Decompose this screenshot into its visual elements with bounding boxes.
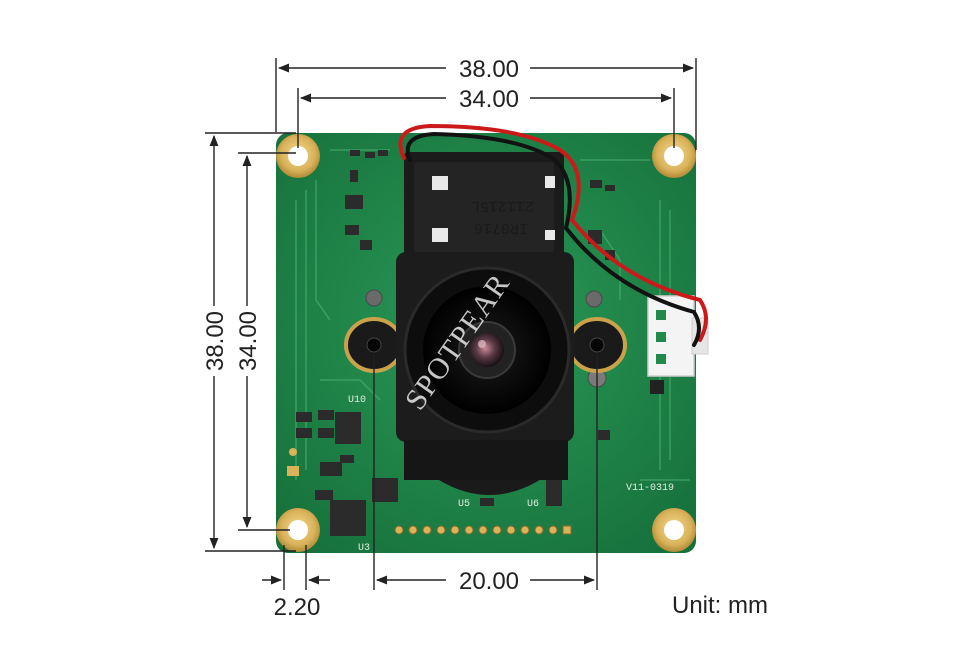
pin-header-row [394,525,572,535]
lens-mount-screw-left [366,337,382,353]
unit-label: Unit: mm [672,592,768,619]
dim-outer-width: 38.00 [459,56,519,83]
dim-lens-mount-spacing: 20.00 [459,568,519,595]
mounting-hole-top-right [652,134,696,178]
filter-code-text: 211215L [471,197,534,214]
dim-hole-spacing-y: 34.00 [235,311,262,371]
dim-outer-height: 38.00 [202,311,229,371]
lens-mount-screw-right [589,337,605,353]
label-u6: U6 [527,499,539,510]
lens-holder [344,252,627,495]
mounting-holes [276,134,696,552]
mounting-hole-bottom-left [276,508,320,552]
label-u3: U3 [358,543,370,554]
mounting-hole-bottom-right [652,508,696,552]
dimension-annotations [205,58,697,590]
filter-model-text: IR0716 [474,219,528,236]
label-version: V11-0319 [626,483,674,494]
ir-cut-filter: IR0716 211215L [404,152,564,260]
dim-hole-offset: 2.20 [274,594,321,621]
label-u5: U5 [458,499,470,510]
dim-hole-spacing-x: 34.00 [459,86,519,113]
filter-wires [398,123,708,347]
mounting-hole-top-left [276,134,320,178]
label-u10: U10 [348,395,366,406]
